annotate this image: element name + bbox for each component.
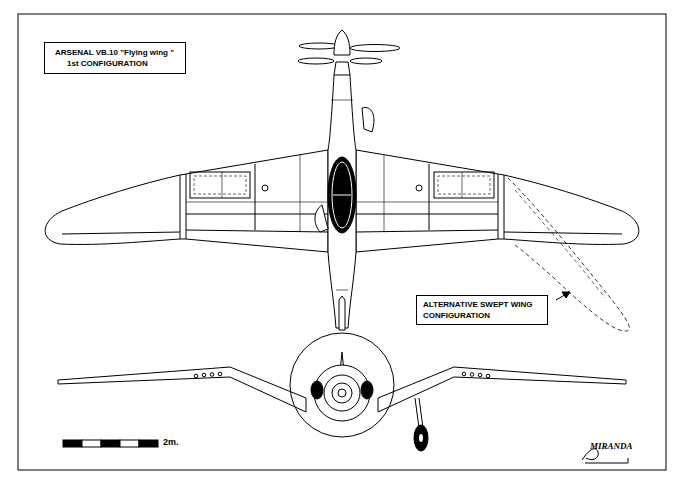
- box-text: ARSENAL VB.10 "Flying wing ": [55, 47, 175, 58]
- box-text: 1st CONFIGURATION: [55, 58, 175, 69]
- top-view: [45, 30, 639, 331]
- front-view: [58, 333, 626, 451]
- frame: [18, 14, 666, 470]
- scale-bar: [63, 440, 158, 447]
- signature: MIRANDA: [590, 441, 633, 451]
- scale-label: 2m.: [163, 437, 179, 447]
- callout-box: ALTERNATIVE SWEPT WING CONFIGURATION: [416, 295, 548, 325]
- box-text: ALTERNATIVE SWEPT WING CONFIGURATION: [423, 299, 541, 321]
- title-box: ARSENAL VB.10 "Flying wing "1st CONFIGUR…: [44, 42, 186, 74]
